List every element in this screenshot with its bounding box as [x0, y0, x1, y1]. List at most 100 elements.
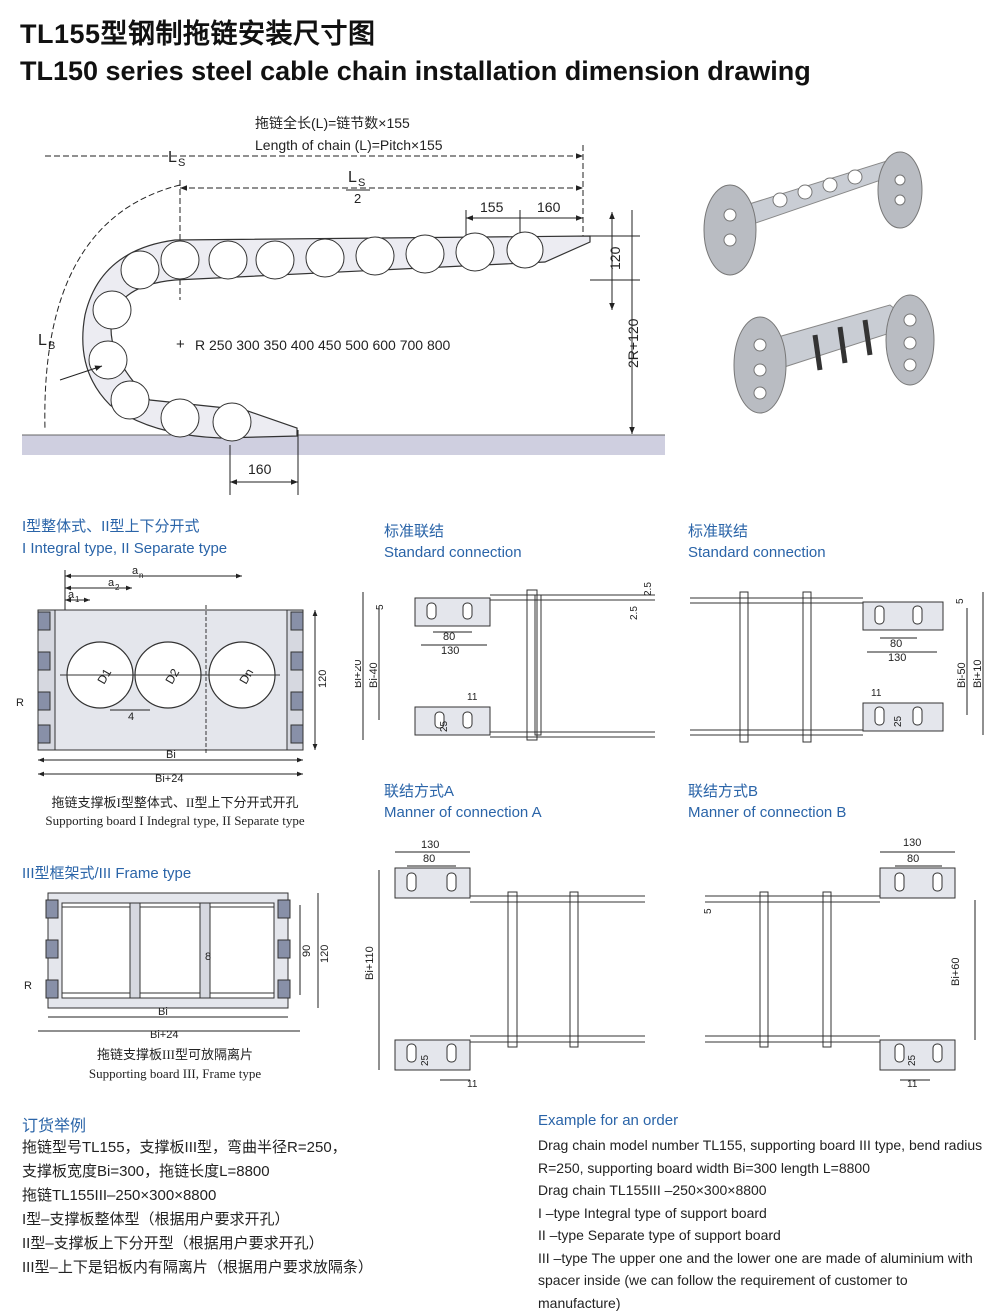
svg-text:80: 80	[423, 853, 435, 865]
ls2-num: L	[348, 169, 357, 186]
std1-title-cn: 标准联结	[384, 523, 445, 540]
order-en-line: Drag chain TL155III –250×300×8800	[538, 1182, 767, 1198]
svg-text:80: 80	[907, 853, 919, 865]
svg-text:130: 130	[903, 837, 921, 849]
conB-title-en: Manner of connection B	[688, 804, 847, 821]
d1-label: D1	[94, 666, 114, 687]
svg-text:Bi-50: Bi-50	[956, 662, 968, 688]
std-connection-2: 5 80 130 11 25 Bi-50 Bi+10	[690, 591, 984, 743]
svg-text:Bi+110: Bi+110	[364, 946, 376, 980]
svg-text:Bi+60: Bi+60	[950, 958, 962, 986]
order-en-line: I –type Integral type of support board	[538, 1204, 767, 1221]
order-en-line: Drag chain model number TL155, supportin…	[538, 1137, 983, 1153]
chain-link-photo-1	[703, 151, 923, 276]
dim-160-top: 160	[537, 199, 561, 215]
an-label: a	[132, 565, 139, 577]
svg-text:Bi+24: Bi+24	[155, 773, 183, 785]
svg-text:25: 25	[439, 720, 450, 732]
svg-text:5: 5	[955, 598, 966, 604]
std1-title-en: Standard connection	[384, 544, 522, 561]
svg-text:120: 120	[319, 945, 331, 963]
ls-sub: S	[178, 157, 185, 169]
svg-text:R: R	[16, 697, 24, 709]
order-cn-line: 支撑板宽度Bi=300，拖链长度L=8800	[22, 1163, 270, 1180]
svg-text:+: +	[176, 336, 185, 353]
order-en-line: III –type The upper one and the lower on…	[538, 1249, 973, 1266]
dim-2r: 2R+120	[625, 318, 641, 368]
support-board-III: 8 90 120 R Bi Bi+24	[24, 892, 331, 1040]
svg-text:5: 5	[703, 908, 714, 914]
svg-text:130: 130	[441, 645, 459, 657]
order-cn-line: 拖链TL155III–250×300×8800	[22, 1187, 217, 1204]
svg-text:11: 11	[467, 1079, 478, 1090]
d2-label: D2	[162, 666, 182, 687]
svg-text:Bi+20: Bi+20	[355, 660, 364, 688]
order-en-line: R=250, supporting board width Bi=300 len…	[538, 1159, 870, 1176]
svg-text:130: 130	[888, 652, 906, 664]
svg-text:5: 5	[375, 604, 386, 610]
ground	[22, 435, 665, 455]
dim-160-bottom: 160	[248, 461, 272, 477]
sec1-caption-en: Supporting board I Indegral type, II Sep…	[45, 813, 305, 828]
ls2-num-sub: S	[358, 177, 365, 189]
chain-link-photo-2	[733, 294, 935, 414]
svg-text:n: n	[139, 571, 143, 580]
svg-text:2: 2	[115, 583, 120, 592]
order-en-line: spacer inside (we can follow the require…	[538, 1272, 908, 1311]
std2-title-en: Standard connection	[688, 544, 826, 561]
a1-label: a	[68, 589, 75, 601]
sec2-caption-cn: 拖链支撑板III型可放隔离片	[97, 1047, 253, 1062]
dim-155: 155	[480, 199, 504, 215]
std-connection-1: 5 80 130 2.5 2.5 11 25 Bi+20 Bi-40	[355, 582, 655, 741]
svg-text:25: 25	[420, 1054, 431, 1066]
svg-text:11: 11	[907, 1079, 918, 1090]
svg-text:Bi: Bi	[158, 1006, 168, 1018]
a2-label: a	[108, 577, 115, 589]
order-en-line: II –type Separate type of support board	[538, 1227, 781, 1243]
svg-text:25: 25	[907, 1054, 918, 1066]
conA-title-cn: 联结方式A	[384, 783, 455, 800]
svg-text:Bi-40: Bi-40	[368, 662, 380, 688]
conB-title-cn: 联结方式B	[688, 783, 759, 800]
chain-length-note-en: Length of chain (L)=Pitch×155	[255, 137, 443, 153]
lb-label: L	[38, 332, 47, 349]
svg-text:1: 1	[75, 595, 80, 604]
svg-text:130: 130	[421, 839, 439, 851]
radius-list: R 250 300 350 400 450 500 600 700 800	[195, 337, 451, 353]
svg-text:120: 120	[317, 670, 329, 688]
order-en-title: Example for an order	[538, 1112, 679, 1129]
svg-text:Bi: Bi	[166, 749, 176, 761]
svg-text:11: 11	[467, 692, 478, 703]
order-cn-body: 拖链型号TL155，支撑板III型，弯曲半径R=250， 支撑板宽度Bi=300…	[22, 1136, 373, 1280]
connection-a: 130 80 25 11 Bi+110	[364, 839, 645, 1090]
ls-label: L	[168, 149, 177, 166]
connection-b: 130 80 5 25 11 Bi+60	[703, 837, 976, 1090]
svg-text:11: 11	[871, 688, 882, 699]
svg-text:2.5: 2.5	[629, 606, 640, 620]
sec2-caption-en: Supporting board III, Frame type	[88, 1066, 262, 1081]
svg-text:4: 4	[128, 711, 134, 723]
svg-text:80: 80	[443, 631, 455, 643]
title-cn: TL155型钢制拖链安装尺寸图	[20, 19, 376, 49]
svg-text:25: 25	[893, 715, 904, 727]
svg-text:Bi+24: Bi+24	[150, 1029, 178, 1040]
sec1-title-en: I Integral type, II Separate type	[22, 540, 228, 557]
sec2-title: III型框架式/III Frame type	[22, 865, 192, 882]
chain-length-note-cn: 拖链全长(L)=链节数×155	[255, 115, 410, 131]
sec1-caption-cn: 拖链支撑板I型整体式、II型上下分开式开孔	[51, 795, 299, 810]
svg-text:R: R	[24, 980, 32, 992]
order-cn-title: 订货举例	[22, 1118, 87, 1135]
support-board-I-II: a n a 2 a 1 D1 D2 Dn 4 R 120 Bi Bi+24	[16, 565, 329, 785]
lb-sub: B	[48, 340, 55, 352]
title-en: TL150 series steel cable chain installat…	[20, 56, 811, 86]
dim-120: 120	[607, 246, 623, 270]
svg-text:2.5: 2.5	[643, 582, 654, 596]
dn-label: Dn	[236, 666, 256, 686]
sec1-title-cn: I型整体式、II型上下分开式	[22, 518, 200, 535]
conA-title-en: Manner of connection A	[384, 804, 542, 821]
svg-text:Bi+10: Bi+10	[972, 660, 984, 688]
chain-drawing: + 拖链全长(L)=链节数×155 Length of chain (L)=Pi…	[22, 115, 665, 495]
svg-text:90: 90	[301, 945, 313, 957]
ls2-den: 2	[354, 191, 361, 206]
order-en-body: Drag chain model number TL155, supportin…	[538, 1134, 993, 1314]
